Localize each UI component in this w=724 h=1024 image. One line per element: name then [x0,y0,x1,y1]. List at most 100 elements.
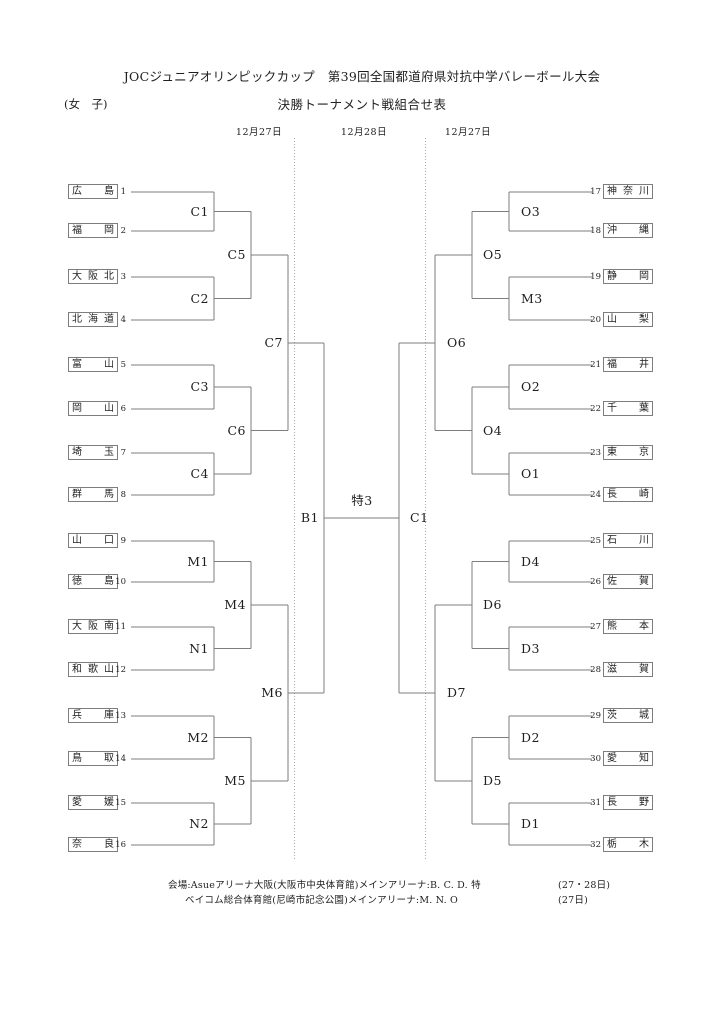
match-label: D1 [521,816,540,831]
match-label: O6 [447,334,467,350]
match-label: C1 [190,203,209,219]
team-box: 長野 [603,795,653,810]
match-label: D7 [447,684,466,700]
match-label: C7 [264,334,283,350]
team-seed: 11 [115,622,126,632]
match-label: O2 [521,379,541,394]
match-label: M2 [187,729,209,745]
team-box: 静岡 [603,269,653,284]
team-box: 山梨 [603,312,653,327]
match-label: 特3 [351,492,373,508]
team-seed: 2 [120,226,126,236]
match-label: O5 [483,247,503,262]
match-label: N1 [189,640,209,656]
match-label: C2 [190,290,209,306]
category-label: (女 子) [64,97,108,111]
team-seed: 20 [590,315,601,325]
team-box: 石川 [603,533,653,548]
team-box: 富山 [68,357,118,372]
team-box: 和歌山 [68,662,118,677]
match-label: C6 [227,422,246,438]
team-box: 岡山 [68,401,118,416]
page-subtitle: 決勝トーナメント戦組合せ表 [277,97,447,112]
column-date-left: 12月27日 [235,127,283,138]
team-seed: 1 [120,187,126,197]
venue-line-1-dates: (27・28日) [558,880,611,891]
match-label: N2 [189,816,209,831]
venue-line-1: 会場:Asueアリーナ大阪(大阪市中央体育館)メインアリーナ:B. C. D. … [168,880,481,891]
team-seed: 14 [115,754,126,764]
team-box: 北海道 [68,312,118,327]
team-seed: 16 [115,840,126,850]
match-label: M5 [224,772,246,788]
team-seed: 9 [120,536,126,546]
team-box: 福井 [603,357,653,372]
team-seed: 22 [590,404,601,414]
match-label: O4 [483,422,503,438]
team-seed: 8 [120,490,126,500]
match-label: M4 [224,597,246,612]
team-seed: 10 [115,577,126,587]
team-box: 山口 [68,533,118,548]
team-seed: 13 [115,711,126,721]
match-label: D3 [521,640,540,656]
team-seed: 6 [120,404,126,414]
match-label: C3 [190,379,209,394]
team-box: 熊本 [603,619,653,634]
team-box: 大阪南 [68,619,118,634]
team-seed: 27 [590,622,601,632]
match-label: D4 [521,553,540,569]
page-title: JOCジュニアオリンピックカップ 第39回全国都道府県対抗中学バレーボール大会 [123,69,601,84]
team-seed: 23 [590,448,601,458]
match-label: C4 [190,466,209,481]
team-box: 神奈川 [603,184,653,199]
team-box: 佐賀 [603,574,653,589]
team-seed: 30 [590,754,601,764]
team-seed: 17 [590,187,601,197]
team-box: 長崎 [603,487,653,502]
team-box: 滋賀 [603,662,653,677]
team-seed: 29 [590,711,601,721]
team-box: 茨城 [603,708,653,723]
team-seed: 24 [590,490,601,500]
team-box: 愛知 [603,751,653,766]
team-seed: 31 [590,798,601,808]
team-seed: 4 [120,315,126,325]
team-seed: 3 [120,272,126,282]
team-box: 奈良 [68,837,118,852]
team-seed: 15 [115,798,126,808]
team-box: 栃木 [603,837,653,852]
team-seed: 21 [590,360,601,370]
team-seed: 18 [590,226,601,236]
team-seed: 7 [120,448,126,458]
team-box: 福岡 [68,223,118,238]
match-label: B1 [300,509,319,525]
match-label: O1 [521,466,541,481]
match-label: C5 [227,247,246,262]
team-box: 兵庫 [68,708,118,723]
team-seed: 28 [590,665,601,675]
match-label: C1 [410,509,429,525]
team-box: 広島 [68,184,118,199]
team-seed: 25 [590,536,601,546]
team-seed: 5 [120,360,126,370]
team-box: 大阪北 [68,269,118,284]
team-box: 徳島 [68,574,118,589]
team-box: 鳥取 [68,751,118,766]
match-label: D2 [521,729,540,745]
match-label: D6 [483,597,502,612]
venue-line-2-dates: (27日) [558,895,589,906]
team-box: 埼玉 [68,445,118,460]
team-seed: 32 [590,840,601,850]
team-box: 千葉 [603,401,653,416]
match-label: D5 [483,772,502,788]
match-label: M1 [187,553,209,569]
column-date-center: 12月28日 [340,127,388,138]
team-box: 沖縄 [603,223,653,238]
team-box: 愛媛 [68,795,118,810]
match-label: M3 [521,290,543,306]
team-seed: 26 [590,577,601,587]
venue-line-2: ベイコム総合体育館(尼崎市記念公園)メインアリーナ:M. N. O [185,895,459,906]
